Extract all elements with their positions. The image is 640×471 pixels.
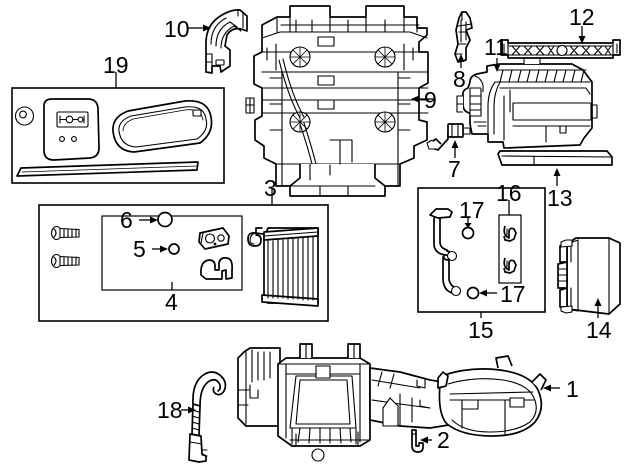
part-1-blower-housing xyxy=(237,343,547,462)
callout-number-6: 6 xyxy=(120,207,133,233)
callout-number-8: 8 xyxy=(453,66,466,92)
callout-number-3: 3 xyxy=(264,175,277,201)
group-box-19 xyxy=(11,87,225,184)
part-14-heater-core xyxy=(557,237,621,315)
callout-number-17-upper: 17 xyxy=(459,197,485,223)
group-box-15 xyxy=(417,187,546,313)
callout-number-4: 4 xyxy=(165,289,178,315)
callout-number-5: 5 xyxy=(133,236,146,262)
callout-number-15: 15 xyxy=(468,317,494,343)
callout-number-17-lower: 17 xyxy=(500,281,526,307)
callout-number-13: 13 xyxy=(547,185,573,211)
callout-number-9: 9 xyxy=(424,87,437,113)
callout-number-16: 16 xyxy=(496,180,522,206)
part-13-cabin-air-filter xyxy=(497,150,613,166)
callout-number-18: 18 xyxy=(157,397,183,423)
bolt-lower xyxy=(50,253,80,269)
callout-number-14: 14 xyxy=(586,317,612,343)
callout-number-11: 11 xyxy=(484,34,508,60)
callout-leaders xyxy=(115,24,602,444)
callout-number-2: 2 xyxy=(437,427,450,453)
callout-number-10: 10 xyxy=(164,16,190,42)
part-9-hvac-case xyxy=(245,5,429,197)
part-11-blower-motor-case xyxy=(456,57,598,149)
bolt-upper xyxy=(50,225,80,241)
evaporator-core xyxy=(247,227,319,307)
part-18-sensor-probe xyxy=(188,371,227,463)
part-12-core-support-rod xyxy=(500,39,621,59)
callout-number-7: 7 xyxy=(448,156,461,182)
callout-number-1: 1 xyxy=(566,376,579,402)
part-7-expansion-valve xyxy=(426,123,471,151)
part-2-retaining-clip xyxy=(411,429,424,453)
callout-number-19: 19 xyxy=(103,52,129,78)
part-10-air-duct-elbow xyxy=(205,9,248,74)
callout-number-12: 12 xyxy=(569,4,595,30)
part-8-mounting-bracket xyxy=(454,11,473,63)
